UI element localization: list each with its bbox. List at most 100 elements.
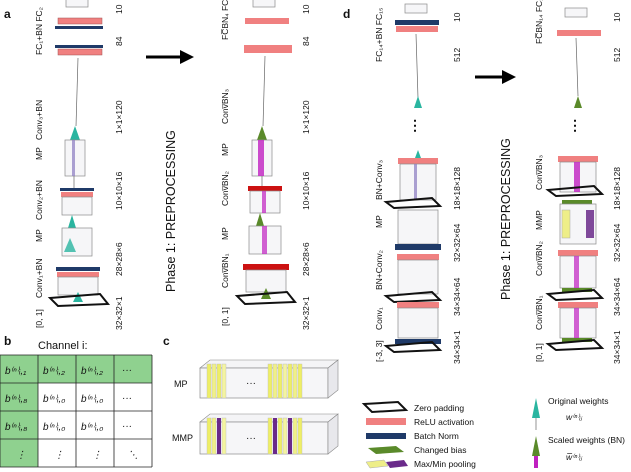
table-cell: b⁽ⁿ⁾ᵢ,₀ xyxy=(43,394,65,405)
fc-output-box xyxy=(252,0,276,8)
dim-label: 10 xyxy=(612,12,622,22)
weight-cone xyxy=(70,126,80,140)
table-cell: b⁽ⁿ⁾ᵢ,₂ xyxy=(43,366,65,377)
batch-norm-layer xyxy=(395,339,441,344)
layer-label: Conv̅BN₂ xyxy=(534,241,544,276)
changed-bias-layer xyxy=(562,200,592,204)
dims-a-left: 10 84 1×1×120 10×10×16 28×28×6 32×32×1 xyxy=(114,4,124,330)
layer-label: FC₁+BN FC₂ xyxy=(34,7,44,55)
relu-layer xyxy=(57,48,103,56)
dim-label: 32×32×64 xyxy=(612,223,622,262)
weight-cone xyxy=(257,126,267,140)
connection-line xyxy=(262,55,266,127)
dim-label: 34×34×1 xyxy=(452,330,462,364)
dim-label: 34×34×64 xyxy=(612,277,622,316)
legend-swatch-max-pool xyxy=(365,459,389,469)
legend-swatch-scaled-slab xyxy=(534,456,538,468)
relu-layer xyxy=(557,30,601,36)
changed-bias-layer xyxy=(562,338,592,342)
relu-layer xyxy=(57,17,103,25)
zero-padding-frame xyxy=(234,290,298,306)
weight-cone xyxy=(64,238,76,252)
scaled-weight-slab xyxy=(262,226,267,254)
panel-label-a: a xyxy=(4,7,11,21)
relu-layer xyxy=(558,250,598,256)
zero-padding-frame xyxy=(545,184,605,198)
zero-padding-frame xyxy=(383,340,443,354)
layer-label: MP xyxy=(220,227,230,240)
table-cell: ··· xyxy=(122,393,132,404)
table-grid xyxy=(0,354,153,468)
table-cell: ⋮ xyxy=(16,450,26,461)
dims-d-right: 10 512 18×18×128 32×32×64 34×34×64 34×34… xyxy=(612,12,622,364)
layer-label: [0, 1] xyxy=(220,307,230,326)
dim-label: 34×34×64 xyxy=(452,277,462,316)
pooling-block-face xyxy=(199,421,329,455)
panel-label-d: d xyxy=(343,7,350,21)
relu-layer xyxy=(61,192,93,197)
zero-padding-frame xyxy=(545,338,605,352)
table-cell: ··· xyxy=(122,365,132,376)
legend-label: Max/Min pooling xyxy=(414,459,476,469)
layer-label: Conv₂+BN xyxy=(34,180,44,220)
arrow-head-icon xyxy=(502,70,516,84)
layer-label: FC̅BN₁₄ FC₁₅ xyxy=(534,0,544,44)
scaled-weight-slab xyxy=(574,162,580,192)
weight-cone xyxy=(574,96,582,108)
labels-a-right: FC̅BN₄ FC₅ Conv̅BN₃ MP Conv̅BN₂ MP Conv̅… xyxy=(220,0,230,326)
zero-padding-frame xyxy=(47,292,111,308)
dim-label: 512 xyxy=(612,48,622,62)
relu-layer xyxy=(398,158,438,164)
batch-norm-layer xyxy=(395,244,441,250)
zero-padding-frame xyxy=(383,290,443,304)
table-cell: ⋱ xyxy=(128,450,138,461)
ellipsis-dots: ⋮ xyxy=(408,117,422,133)
phase-label-a: Phase 1: PREPROCESSING xyxy=(164,130,178,292)
legend-label: Changed bias xyxy=(414,445,466,455)
legend-swatch-scaled-weights xyxy=(532,436,540,456)
bias-table: b⁽ⁿ⁾ᵢ,₁ b⁽ⁿ⁾ᵢ,₂ b⁽ⁿ⁾ᵢ,₂ ··· b⁽ⁿ⁾ᵢ,₈ b⁽ⁿ⁾… xyxy=(0,354,153,468)
mmp-label: MMP xyxy=(172,433,193,443)
legend-label: ReLU activation xyxy=(414,417,474,427)
legend-swatch-changed-bias xyxy=(368,446,404,454)
legend-math: w⁽ⁿ⁾ᵢⱼ xyxy=(566,412,582,422)
layer-label: BN+Conv₃ xyxy=(374,160,384,200)
zero-padding-frame xyxy=(545,288,605,302)
dim-label: 10×10×16 xyxy=(301,171,311,210)
conv-block xyxy=(397,259,439,295)
dim-label: 28×28×6 xyxy=(114,242,124,276)
legend-label: Batch Norm xyxy=(414,431,459,441)
dims-d-left: 10 512 18×18×128 32×32×64 34×34×64 34×34… xyxy=(452,12,462,364)
transform-arrow-a xyxy=(146,50,194,64)
relu-layer xyxy=(397,302,439,308)
legend-swatch-relu xyxy=(366,418,406,425)
fc-output-box xyxy=(65,0,89,8)
panel-label-c: c xyxy=(163,334,170,348)
fc-output-box xyxy=(404,3,428,14)
layer-label: FC₁₄+BN FC₁₅ xyxy=(374,8,384,62)
changed-bias-layer xyxy=(243,264,289,270)
pooling-slab xyxy=(72,140,75,176)
conv-block xyxy=(399,163,437,201)
network-a-left xyxy=(47,0,111,308)
pooling-slab xyxy=(414,164,417,200)
weight-cone xyxy=(68,215,76,228)
layer-label: Conv̅BN₁ xyxy=(220,253,230,288)
scaled-weight-slab xyxy=(258,140,264,176)
legend-swatch-original-weights xyxy=(532,398,540,418)
layer-label: Conv̅BN₂ xyxy=(220,171,230,206)
dim-label: 28×28×6 xyxy=(301,242,311,276)
dim-label: 84 xyxy=(114,36,124,46)
mp-label: MP xyxy=(174,379,188,389)
table-cell: ⋮ xyxy=(92,450,102,461)
batch-norm-layer xyxy=(55,26,103,29)
mp-dots: ··· xyxy=(246,378,256,389)
labels-d-right: FC̅BN₁₄ FC₁₅ Conv̅BN₃ MMP Conv̅BN₂ Conv̅… xyxy=(534,0,544,362)
layer-label: MP xyxy=(34,147,44,160)
network-a-right xyxy=(234,0,298,306)
weight-cone xyxy=(256,213,264,226)
conv-block xyxy=(397,209,439,245)
table-col-highlight xyxy=(0,383,38,467)
network-d-left: ⋮ xyxy=(383,3,443,354)
layer-label: MP xyxy=(220,143,230,156)
